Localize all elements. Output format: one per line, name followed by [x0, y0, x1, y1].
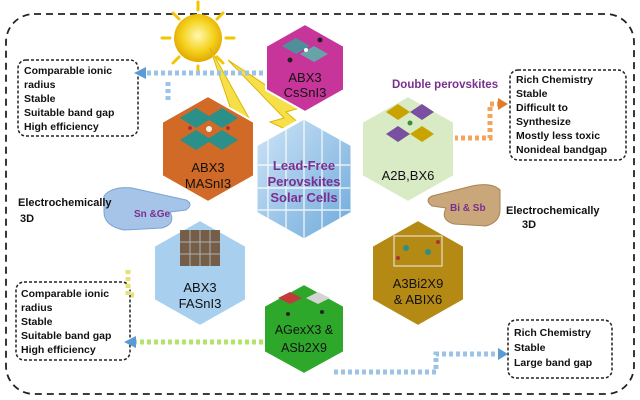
hex-formula: ABX3 — [288, 70, 321, 85]
center-hexagon: Lead-Free Perovskites Solar Cells — [254, 116, 354, 242]
box-line: Large band gap — [514, 357, 592, 369]
center-title-line-3: Solar Cells — [270, 190, 337, 205]
hexagon-cssni3: ABX3 CsSnI3 — [265, 22, 345, 114]
box-line: Stable — [24, 93, 56, 105]
hexagon-masni3: ABX3 MASnI3 — [161, 94, 255, 204]
crystal-structure-icon — [180, 230, 220, 266]
hexagon-a3bi2x9: A3Bi2X9 & ABIX6 — [371, 218, 465, 328]
pointing-hand-icon-right: Bi & Sb — [427, 184, 501, 227]
arrow-top-right — [440, 101, 500, 141]
electrochemically-label-left: Electrochemically — [18, 197, 112, 209]
hexagon-double-perovskite: A2B,BX6 — [361, 94, 455, 204]
crystal-structure-icon — [393, 235, 443, 267]
arrow-heads — [124, 67, 508, 360]
box-line: Rich Chemistry — [514, 327, 591, 339]
box-line: Stable — [514, 342, 546, 354]
hex-compound: CsSnI3 — [284, 85, 327, 100]
box-line: Stable — [21, 316, 53, 328]
box-line: Comparable ionic — [21, 288, 109, 300]
box-line: Nonideal bandgap — [516, 144, 607, 156]
box-line: High efficiency — [21, 344, 96, 356]
dimension-label-right: 3D — [522, 219, 536, 231]
properties-box-bottom-right: Rich Chemistry Stable Large band gap — [507, 319, 613, 379]
box-line: radius — [24, 79, 56, 91]
properties-box-bottom-left: Comparable ionic radius Stable Suitable … — [15, 281, 131, 361]
crystal-structure-icon — [180, 108, 238, 150]
double-perovskites-label: Double perovskites — [392, 79, 498, 91]
hex-compound: ASb2X9 — [281, 341, 327, 355]
hex-compound: FASnI3 — [179, 296, 222, 311]
box-line: High efficiency — [24, 121, 99, 133]
box-line: Mostly less toxic — [516, 130, 600, 142]
box-line: Stable — [516, 88, 548, 100]
box-line: Suitable band gap — [21, 330, 111, 342]
hex-compound: MASnI3 — [185, 176, 231, 191]
box-line: Difficult to — [516, 102, 568, 114]
arrow-bottom-left-stub — [125, 270, 134, 298]
hex-compound: & ABIX6 — [394, 292, 442, 307]
hex-formula: A2B,BX6 — [382, 168, 435, 183]
hexagon-agex3-asb2x9: AGexX3 & ASb2X9 — [263, 282, 345, 376]
connector-arrows — [125, 70, 500, 375]
properties-box-top-right: Rich Chemistry Stable Difficult to Synth… — [509, 69, 627, 161]
pointing-hand-icon-left: Sn &Ge — [103, 187, 191, 231]
dimension-label-left: 3D — [20, 213, 34, 225]
hexagon-fasni3: ABX3 FASnI3 — [153, 218, 247, 328]
crystal-structure-icon — [282, 37, 328, 63]
electrochemically-label-right: Electrochemically — [506, 205, 600, 217]
sun-icon — [160, 0, 236, 76]
box-line: Comparable ionic — [24, 65, 112, 77]
hex-formula: ABX3 — [183, 280, 216, 295]
hand-label-bi-sb: Bi & Sb — [450, 203, 486, 214]
hex-formula: AGexX3 & — [275, 323, 334, 337]
box-line: Rich Chemistry — [516, 74, 593, 86]
hex-formula: ABX3 — [191, 160, 224, 175]
hand-label-sn-ge: Sn &Ge — [134, 209, 171, 220]
crystal-structure-icon — [278, 292, 330, 316]
box-line: radius — [21, 302, 53, 314]
center-title-line-2: Perovskites — [268, 174, 341, 189]
crystal-structure-icon — [386, 104, 434, 142]
box-line: Synthesize — [516, 116, 571, 128]
hex-formula: A3Bi2X9 — [393, 276, 444, 291]
arrow-bottom-right — [334, 351, 498, 375]
properties-box-top-left: Comparable ionic radius Stable Suitable … — [17, 59, 139, 137]
center-title-line-1: Lead-Free — [273, 158, 335, 173]
box-line: Suitable band gap — [24, 107, 114, 119]
